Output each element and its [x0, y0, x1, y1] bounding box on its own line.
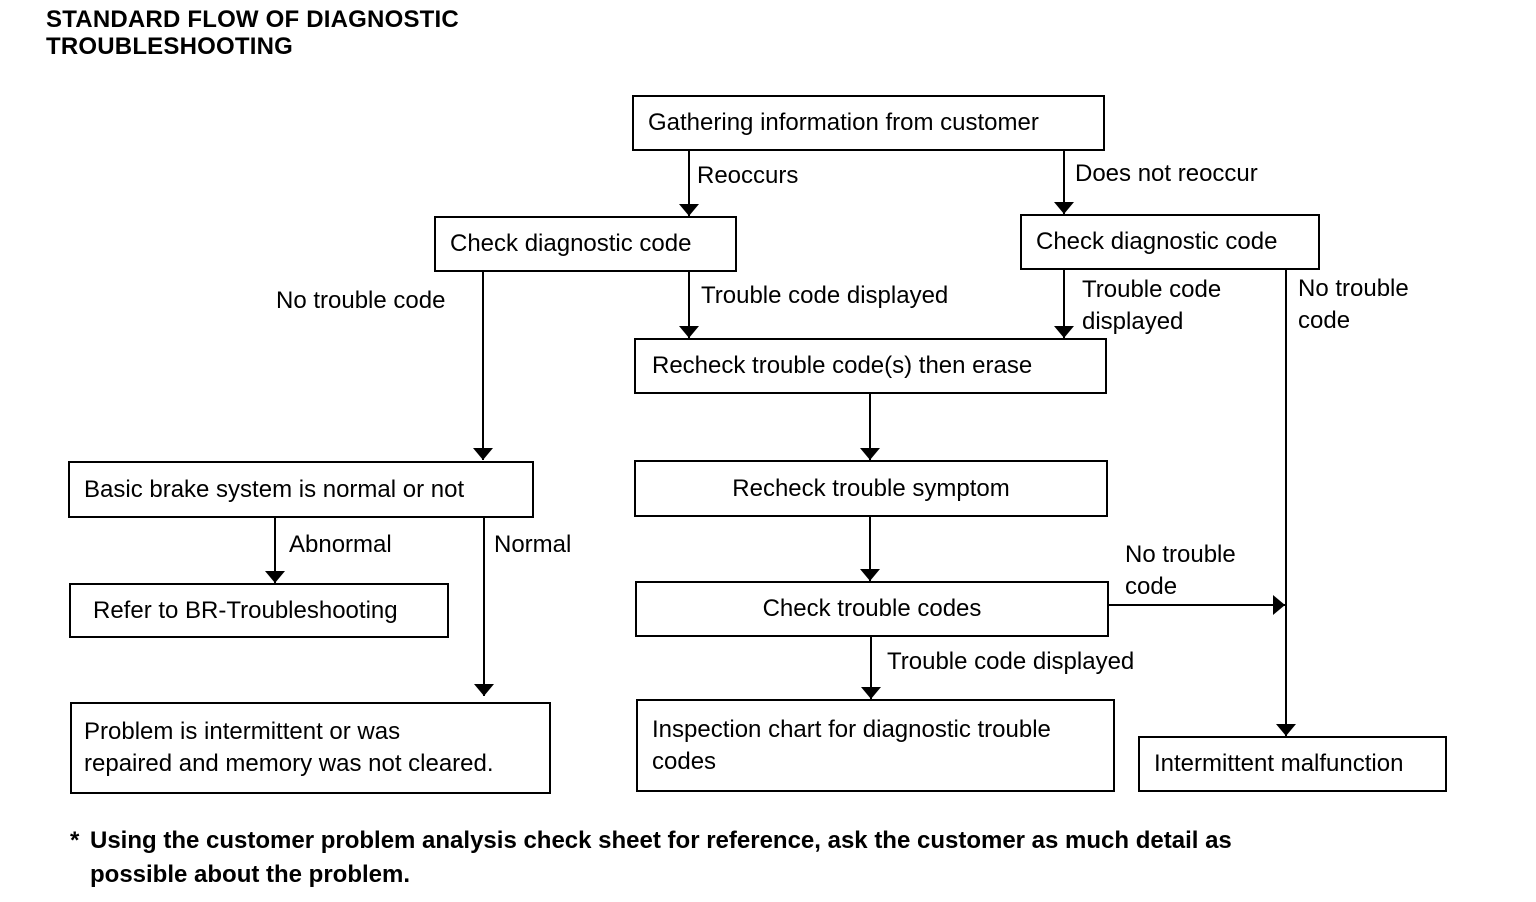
- label-trouble-code-displayed-mid: Trouble code displayed: [701, 282, 949, 309]
- footnote-line-2: possible about the problem.: [90, 861, 411, 888]
- node-intermittent-malfunction: Intermittent malfunction: [1138, 736, 1447, 792]
- title-line-1: STANDARD FLOW OF DIAGNOSTIC: [46, 6, 459, 33]
- node-check-diagnostic-code-right: Check diagnostic code: [1020, 214, 1320, 270]
- label-normal: Normal: [494, 531, 572, 558]
- label-no-trouble-code-bottom-line-1: No trouble: [1125, 541, 1236, 568]
- footnote-marker: *: [70, 827, 80, 854]
- diagram-title: STANDARD FLOW OF DIAGNOSTIC TROUBLESHOOT…: [46, 6, 459, 60]
- node-check-diagnostic-code-left: Check diagnostic code: [434, 216, 737, 272]
- node-basic-brake-system: Basic brake system is normal or not: [68, 461, 534, 518]
- title-line-2: TROUBLESHOOTING: [46, 33, 293, 60]
- node-recheck-trouble-symptom: Recheck trouble symptom: [634, 460, 1108, 517]
- label-no-trouble-code-right: No trouble code: [1298, 273, 1409, 337]
- node-check-trouble-codes: Check trouble codes: [635, 581, 1109, 637]
- node-inspection-chart: Inspection chart for diagnostic trouble …: [636, 699, 1115, 792]
- label-trouble-code-displayed-right: Trouble code displayed: [1082, 274, 1221, 338]
- problem-intermittent-line-2: repaired and memory was not cleared.: [84, 750, 494, 777]
- inspection-chart-line-2: codes: [652, 747, 717, 775]
- label-abnormal: Abnormal: [289, 531, 392, 558]
- node-gathering-information: Gathering information from customer: [632, 95, 1105, 151]
- node-recheck-trouble-codes-erase: Recheck trouble code(s) then erase: [634, 338, 1107, 394]
- problem-intermittent-line-1: Problem is intermittent or was: [84, 718, 401, 745]
- label-trouble-code-displayed-bottom: Trouble code displayed: [887, 648, 1135, 675]
- label-no-trouble-code-right-line-2: code: [1298, 307, 1351, 334]
- label-trouble-code-displayed-right-line-1: Trouble code: [1082, 276, 1222, 303]
- label-trouble-code-displayed-right-line-2: displayed: [1082, 308, 1184, 335]
- inspection-chart-line-1: Inspection chart for diagnostic trouble: [652, 715, 1051, 743]
- label-no-trouble-code-bottom-line-2: code: [1125, 573, 1178, 600]
- footnote-line-1: Using the customer problem analysis chec…: [90, 827, 1232, 854]
- footnote: * Using the customer problem analysis ch…: [70, 824, 1232, 892]
- label-no-trouble-code-left: No trouble code: [276, 287, 446, 314]
- node-problem-intermittent: Problem is intermittent or was repaired …: [70, 702, 551, 794]
- label-no-trouble-code-bottom: No trouble code: [1125, 539, 1236, 603]
- label-does-not-reoccur: Does not reoccur: [1075, 160, 1258, 187]
- node-refer-br-troubleshooting: Refer to BR-Troubleshooting: [69, 583, 449, 638]
- label-no-trouble-code-right-line-1: No trouble: [1298, 275, 1409, 302]
- label-reoccurs: Reoccurs: [697, 162, 799, 189]
